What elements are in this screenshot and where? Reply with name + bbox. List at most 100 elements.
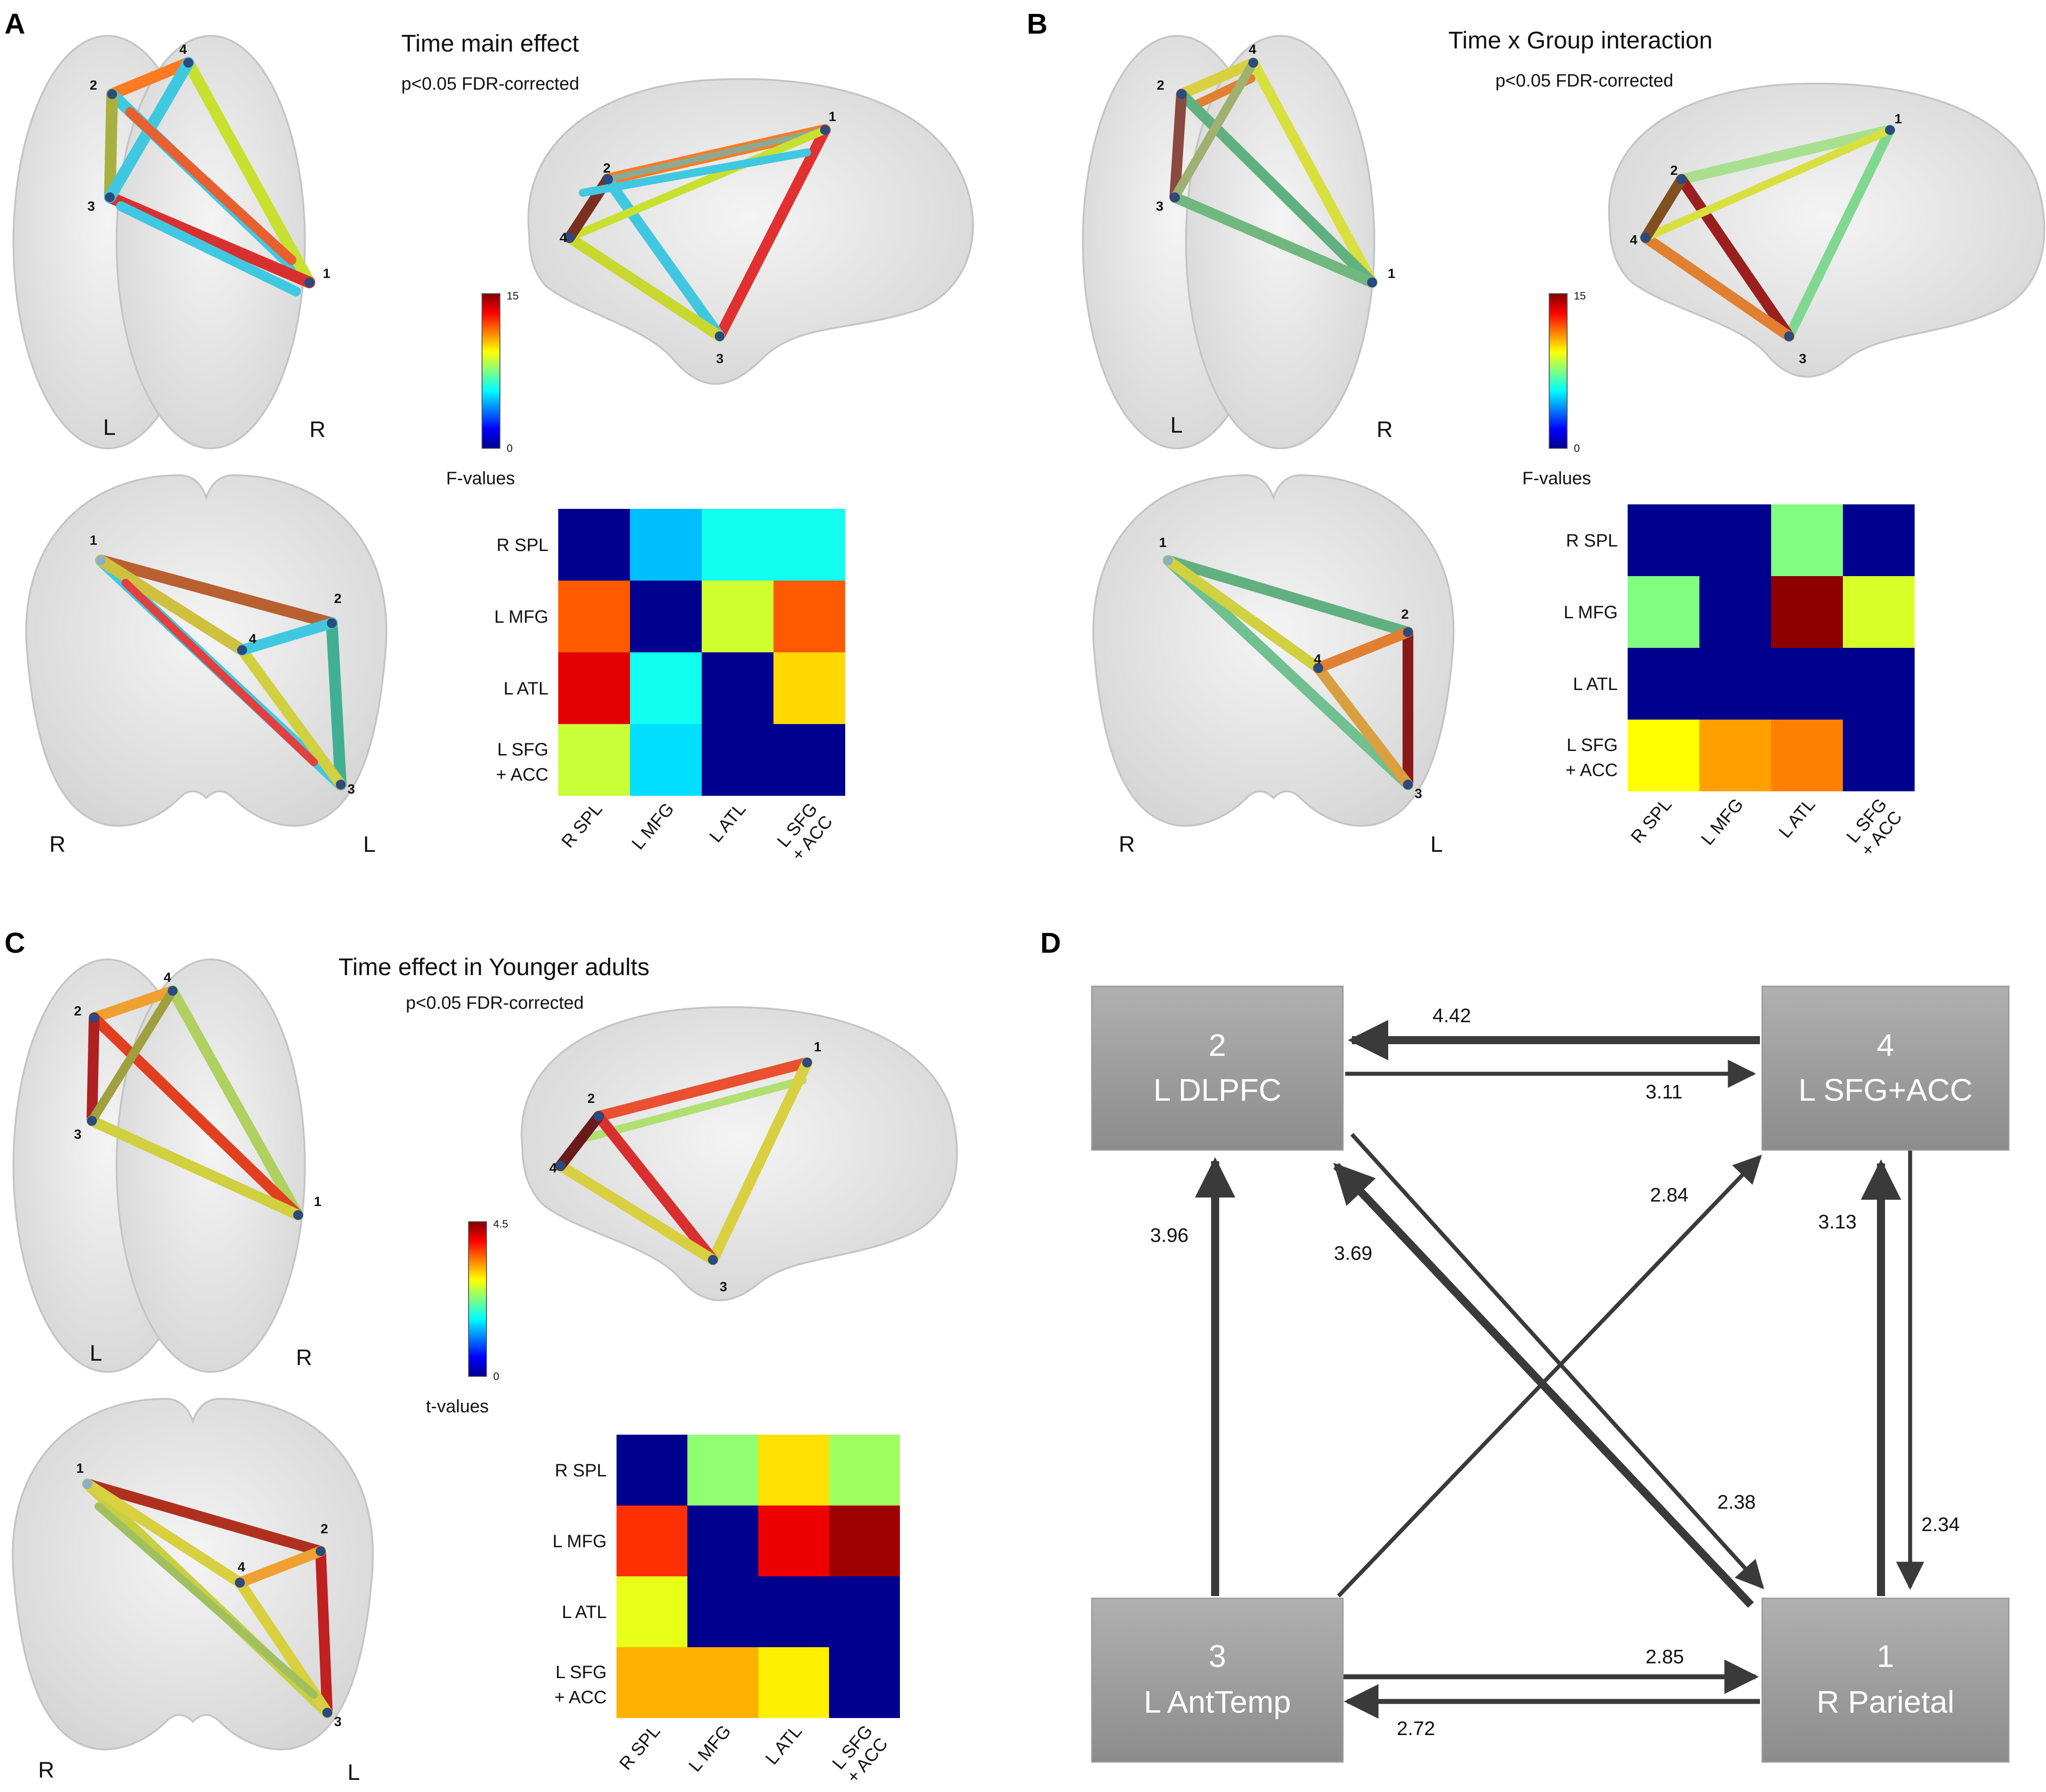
matrix-cell bbox=[617, 1435, 687, 1506]
connection bbox=[1169, 192, 1377, 288]
node-label: 3 bbox=[87, 199, 95, 214]
matrix-cell bbox=[630, 724, 702, 796]
node bbox=[1403, 780, 1413, 790]
node bbox=[237, 645, 247, 655]
node-number: 3 bbox=[1209, 1639, 1226, 1674]
edge-label-3-to-1: 2.85 bbox=[1646, 1646, 1684, 1668]
node-name: L SFG+ACC bbox=[1798, 1072, 1972, 1107]
matrix-col-label: L MFG bbox=[628, 799, 678, 854]
connection bbox=[1784, 125, 1895, 341]
matrix-cell bbox=[829, 1576, 900, 1647]
connection bbox=[237, 645, 346, 790]
node-label: 3 bbox=[334, 1714, 342, 1729]
connection bbox=[1676, 174, 1794, 342]
connection bbox=[104, 88, 118, 203]
colorbar-gradient bbox=[468, 1221, 487, 1377]
coronal-connections bbox=[95, 555, 347, 790]
edge-labels: 4.42 3.11 3.96 3.69 2.84 3.13 2.38 2.34 … bbox=[1150, 1005, 1960, 1740]
panel-d: D 2 L DLPFC 4 L SFG+ACC 3 bbox=[1040, 927, 2010, 1763]
node-label: 1 bbox=[1159, 535, 1167, 550]
matrix-cell bbox=[1771, 576, 1843, 648]
coronal-side-right: R bbox=[1119, 832, 1135, 857]
node-label: 4 bbox=[1630, 233, 1638, 247]
colorbar: 15 0 F-values bbox=[446, 290, 519, 488]
colorbar-max: 4.5 bbox=[493, 1218, 508, 1230]
coronal-side-left: L bbox=[348, 1760, 360, 1785]
matrix-cell bbox=[630, 509, 702, 581]
axial-connections bbox=[1169, 57, 1377, 288]
matrix-cell bbox=[758, 1435, 829, 1506]
matrix-cell bbox=[1771, 720, 1843, 791]
node-label: 3 bbox=[1415, 786, 1422, 801]
node bbox=[603, 174, 612, 184]
matrix-cell bbox=[558, 724, 630, 796]
node bbox=[316, 1546, 326, 1556]
matrix-cell bbox=[630, 581, 702, 652]
matrix-row-label: L ATL bbox=[504, 679, 548, 699]
matrix-cell bbox=[1628, 576, 1699, 648]
matrix-row-label: R SPL bbox=[555, 1461, 607, 1480]
connection bbox=[116, 201, 301, 296]
connection bbox=[87, 986, 177, 1125]
node-box bbox=[1091, 985, 1344, 1151]
matrix-cell bbox=[1771, 648, 1843, 720]
connection bbox=[1163, 555, 1413, 638]
node-name: R Parietal bbox=[1816, 1684, 1954, 1719]
matrix-cell bbox=[617, 1506, 687, 1576]
coronal-connections bbox=[82, 1479, 333, 1718]
matrix-cell bbox=[1628, 648, 1699, 720]
matrix-cell bbox=[829, 1435, 900, 1506]
connection bbox=[593, 1111, 718, 1265]
matrix-cell bbox=[702, 652, 773, 724]
node bbox=[89, 1013, 99, 1023]
sagittal-brain-view: 1 2 3 4 bbox=[527, 78, 974, 385]
node bbox=[183, 58, 193, 68]
panel-c-subtitle: p<0.05 FDR-corrected bbox=[406, 993, 584, 1013]
matrix-cell bbox=[617, 1576, 687, 1647]
matrix-col-label: L SFG+ ACC bbox=[1842, 795, 1906, 860]
coronal-side-left: L bbox=[363, 832, 376, 857]
node bbox=[293, 1210, 303, 1220]
coronal-brain-view: R L 1 2 4 3 bbox=[12, 1397, 374, 1785]
axial-side-left: L bbox=[90, 1341, 102, 1366]
axial-side-right: R bbox=[309, 417, 326, 442]
matrix-row-label: L MFG bbox=[494, 607, 548, 627]
node-label: 3 bbox=[348, 782, 355, 797]
connection bbox=[182, 57, 315, 288]
edge-label-2-to-1: 2.38 bbox=[1717, 1491, 1756, 1513]
node bbox=[1248, 58, 1258, 68]
sagittal-connections bbox=[555, 1057, 812, 1265]
node bbox=[594, 1111, 604, 1121]
matrix-col-label: L SFG+ ACC bbox=[773, 799, 836, 865]
connection bbox=[104, 191, 315, 288]
edge-label-3-to-4: 2.84 bbox=[1650, 1184, 1689, 1206]
coronal-brain-view: R L 1 2 4 3 bbox=[25, 474, 387, 857]
matrix-cell bbox=[558, 652, 630, 724]
node-name: L DLPFC bbox=[1153, 1072, 1281, 1107]
node-label: 1 bbox=[323, 266, 330, 281]
matrix-cell bbox=[1699, 504, 1771, 576]
node-label: 2 bbox=[1670, 163, 1678, 178]
node-label: 4 bbox=[238, 1560, 245, 1575]
node bbox=[565, 233, 574, 243]
matrix-cell bbox=[773, 581, 845, 652]
node-label: 2 bbox=[1157, 78, 1164, 93]
matrix-row-label: L ATL bbox=[1573, 674, 1618, 694]
edge-2-to-1 bbox=[1350, 1132, 1764, 1589]
node-label: 2 bbox=[1401, 607, 1409, 622]
connection bbox=[95, 555, 338, 629]
sagittal-brain-outline bbox=[527, 78, 974, 385]
node-label: 2 bbox=[334, 591, 342, 606]
matrix-cell bbox=[1843, 720, 1915, 791]
connection bbox=[579, 1076, 807, 1143]
connection bbox=[555, 1111, 604, 1171]
matrix-cell bbox=[630, 652, 702, 724]
edge-label-1-to-4: 3.13 bbox=[1818, 1211, 1857, 1233]
node bbox=[322, 1708, 332, 1718]
matrix-cell bbox=[758, 1647, 829, 1718]
node bbox=[168, 986, 178, 996]
coronal-side-right: R bbox=[38, 1757, 54, 1783]
node bbox=[708, 1255, 718, 1265]
